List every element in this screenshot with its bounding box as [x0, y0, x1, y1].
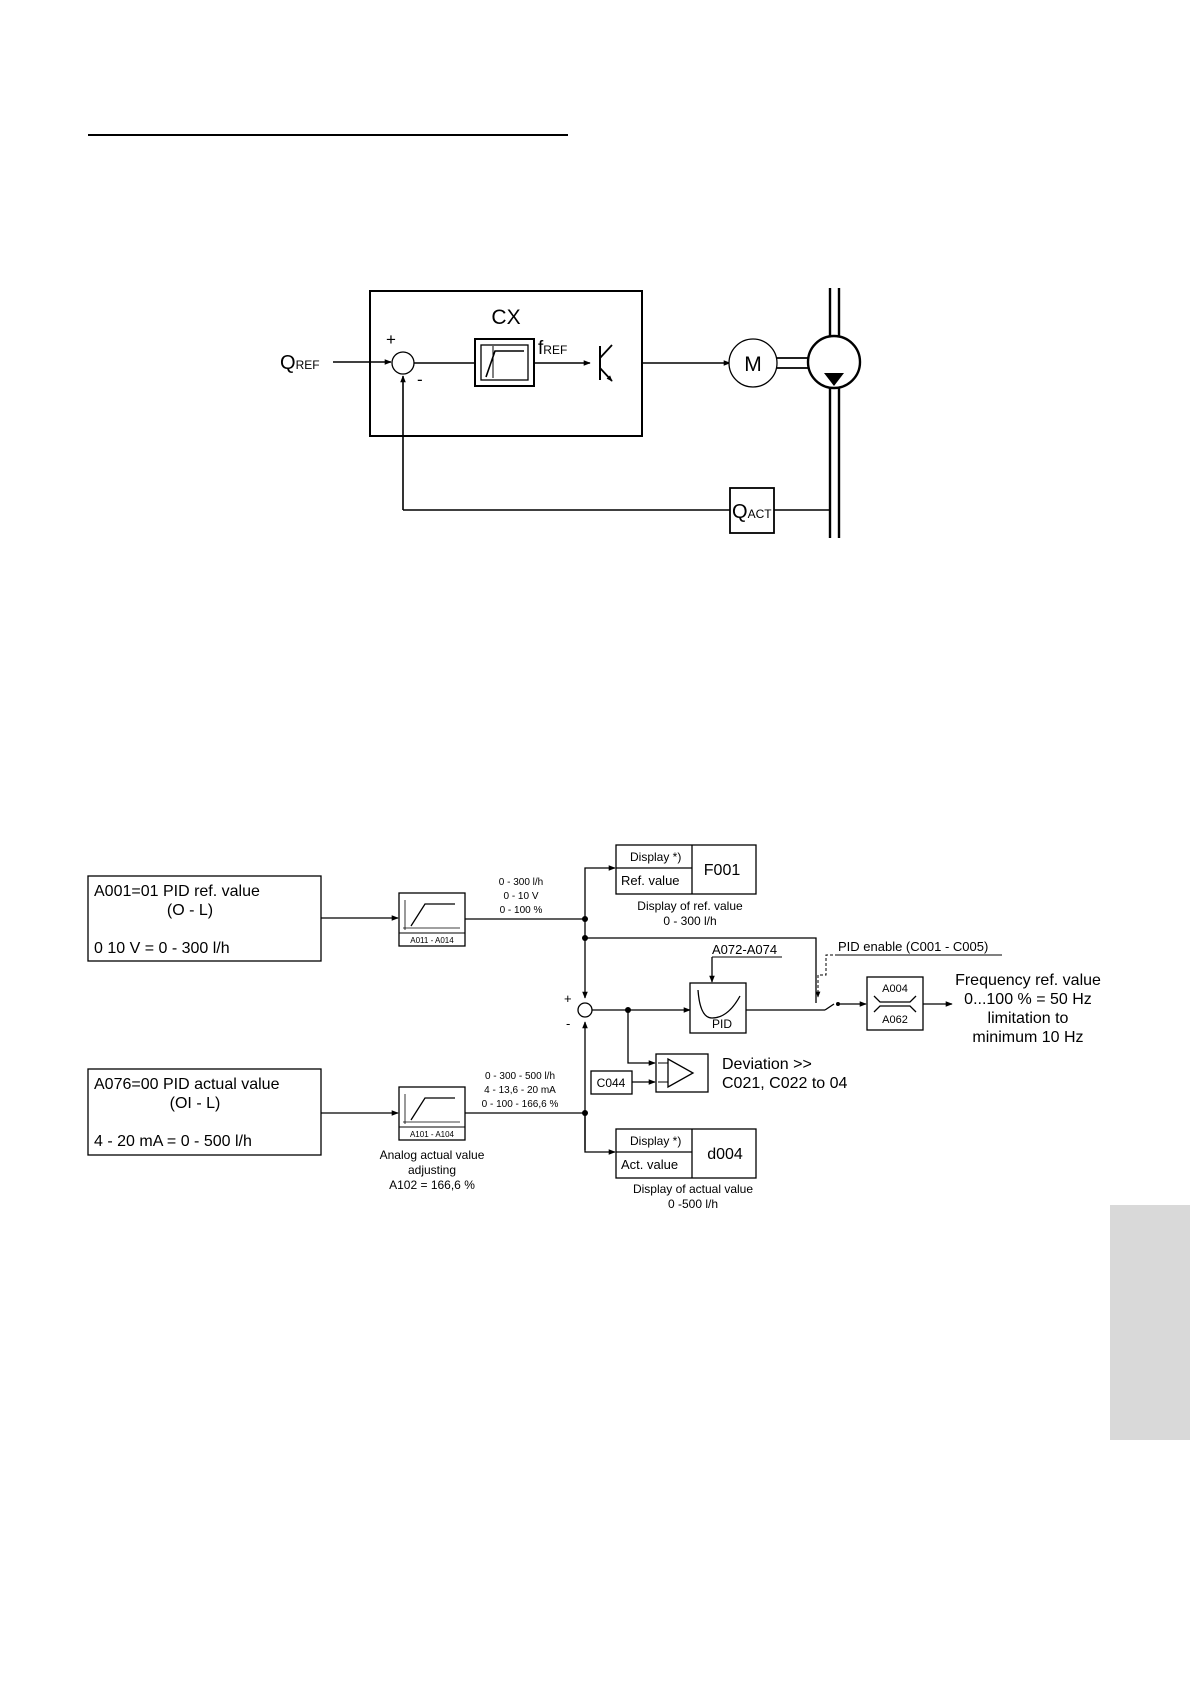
- enable-switch: [824, 1003, 835, 1011]
- sum-minus: -: [417, 370, 423, 389]
- act-range-3: 0 - 100 - 166,6 %: [482, 1099, 559, 1110]
- act-to-display-arrow: [584, 1113, 616, 1155]
- act-box-line1: A076=00 PID actual value: [94, 1076, 280, 1093]
- ref-display-caption-1: Display of ref. value: [637, 899, 743, 913]
- act-display-code: d004: [707, 1146, 743, 1163]
- ref-box-line2: (O - L): [167, 902, 213, 919]
- act-range-1: 0 - 300 - 500 l/h: [485, 1071, 555, 1082]
- act-input-box: [87, 1068, 322, 1156]
- ref-display-code: F001: [704, 862, 741, 879]
- sum-plus: +: [386, 330, 396, 349]
- ref-box-line1: A001=01 PID ref. value: [94, 883, 260, 900]
- q-act-label: QACT: [732, 501, 772, 523]
- deviation-line2: C021, C022 to 04: [722, 1075, 848, 1092]
- ref-scaler-curve: [410, 903, 455, 927]
- freq-ref-line2: 0...100 % = 50 Hz: [964, 991, 1092, 1008]
- limit-bottom-label: A062: [882, 1014, 908, 1026]
- f-ref-label: fREF: [538, 338, 567, 359]
- motor-label: M: [744, 353, 762, 376]
- summing-junction: [391, 351, 415, 375]
- freq-ref-line4: minimum 10 Hz: [972, 1029, 1083, 1046]
- ramp-inner: [480, 344, 529, 381]
- pid-sum-minus: -: [566, 1016, 570, 1031]
- pid-block-label: PID: [712, 1017, 732, 1031]
- ref-range-3: 0 - 100 %: [500, 905, 543, 916]
- transistor-icon: [599, 344, 613, 382]
- ref-display-box: [615, 844, 757, 895]
- motor-symbol: [728, 338, 778, 388]
- pid-enable-label: PID enable (C001 - C005): [838, 939, 988, 954]
- act-display-label: Act. value: [621, 1157, 678, 1172]
- act-display-box: [615, 1128, 757, 1179]
- ref-range-2: 0 - 10 V: [503, 891, 538, 902]
- ref-bypass-line: [585, 937, 817, 1003]
- act-scaler-label: A101 - A104: [410, 1130, 455, 1139]
- header-rule: [88, 134, 568, 136]
- act-adjust-line3: A102 = 166,6 %: [389, 1178, 475, 1192]
- pid-curve: [697, 989, 741, 1019]
- ramp-block: [474, 338, 535, 387]
- act-box-line2: (OI - L): [170, 1095, 221, 1112]
- deviation-branch-arrow: [627, 1010, 656, 1066]
- c044-label: C044: [597, 1076, 626, 1090]
- limit-top-label: A004: [882, 983, 908, 995]
- ref-display-tag: Display *): [630, 850, 681, 864]
- act-adjust-line2: adjusting: [408, 1163, 456, 1177]
- side-tab: [1110, 1205, 1190, 1440]
- act-range-2: 4 - 13,6 - 20 mA: [484, 1085, 556, 1096]
- act-display-caption-2: 0 -500 l/h: [668, 1197, 718, 1211]
- q-act-block: [729, 487, 775, 534]
- ref-display-caption-2: 0 - 300 l/h: [663, 914, 716, 928]
- ref-box-line3: 0 10 V = 0 - 300 l/h: [94, 940, 230, 957]
- act-display-caption-1: Display of actual value: [633, 1182, 753, 1196]
- act-adjust-line1: Analog actual value: [380, 1148, 485, 1162]
- deviation-line1: Deviation >>: [722, 1056, 812, 1073]
- act-scaler-curve: [410, 1097, 455, 1121]
- top-control-loop: CX QREF + - fREF M QACT: [280, 288, 862, 538]
- ref-range-1: 0 - 300 l/h: [499, 877, 543, 888]
- q-ref-label: QREF: [280, 352, 320, 374]
- cx-title: CX: [491, 306, 520, 329]
- comparator-box: [655, 1053, 709, 1093]
- ramp-icon: [485, 350, 524, 378]
- pump-triangle: [824, 373, 844, 386]
- freq-ref-line3: limitation to: [988, 1010, 1069, 1027]
- pid-block-diagram: A001=01 PID ref. value (O - L) 0 10 V = …: [87, 844, 1101, 1211]
- ref-display-label: Ref. value: [621, 873, 680, 888]
- freq-ref-line1: Frequency ref. value: [955, 972, 1101, 989]
- pid-summing-junction: [577, 1002, 593, 1018]
- pid-params-label: A072-A074: [712, 942, 777, 957]
- pid-sum-plus: +: [564, 991, 572, 1006]
- comparator-icon: [667, 1057, 695, 1089]
- pid-enable-dashed: [815, 954, 838, 998]
- ref-to-display-arrow: [584, 865, 616, 871]
- pid-block: [689, 982, 747, 1034]
- act-display-tag: Display *): [630, 1134, 681, 1148]
- pump-symbol: [806, 334, 862, 390]
- ref-scaler-label: A011 - A014: [410, 936, 454, 945]
- act-box-line3: 4 - 20 mA = 0 - 500 l/h: [94, 1133, 252, 1150]
